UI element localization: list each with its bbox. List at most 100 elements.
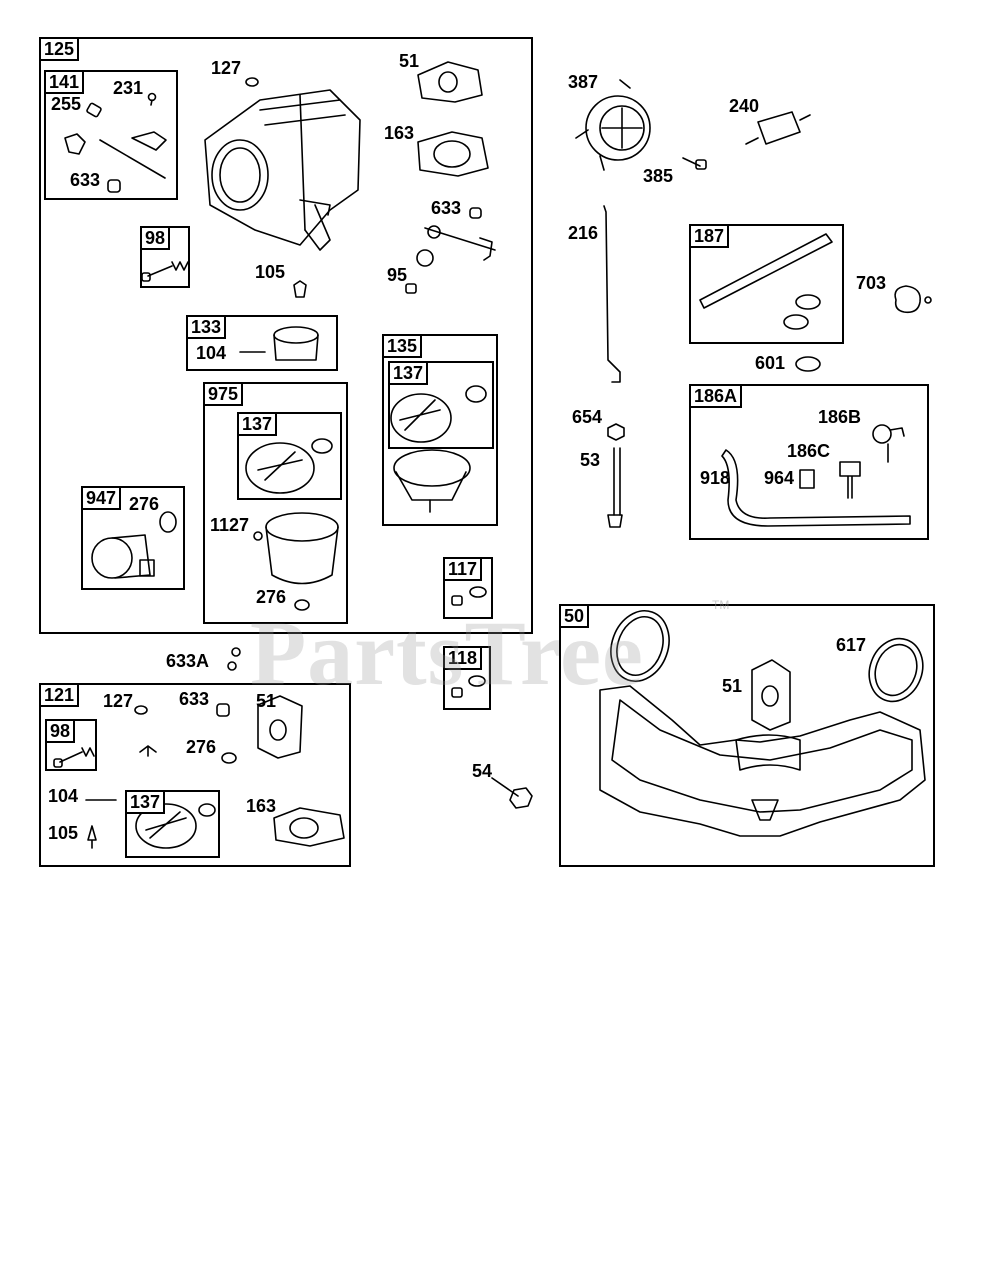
fuel-filter-240-part[interactable] bbox=[745, 111, 811, 145]
screw-385-part[interactable] bbox=[682, 157, 707, 170]
gasket-137-a-part[interactable] bbox=[245, 438, 333, 494]
label-51: 51 bbox=[256, 691, 277, 711]
label-240: 240 bbox=[729, 96, 760, 116]
box-98-bottom-tag: 98 bbox=[45, 719, 76, 743]
label-53: 53 bbox=[580, 450, 601, 470]
box-133-tag: 133 bbox=[186, 315, 227, 339]
box-187-tag: 187 bbox=[689, 224, 730, 248]
box-186A-tag: 186A bbox=[689, 384, 743, 408]
label-186B: 186B bbox=[818, 407, 862, 427]
label-105: 105 bbox=[48, 823, 79, 843]
stud-53-part[interactable] bbox=[607, 447, 623, 528]
box-137-a: 137 bbox=[237, 412, 342, 500]
box-121-tag: 121 bbox=[39, 683, 80, 707]
label-216: 216 bbox=[568, 223, 599, 243]
label-54: 54 bbox=[472, 761, 493, 781]
governor-link-216-part[interactable] bbox=[603, 205, 621, 383]
ring-127-part[interactable] bbox=[245, 77, 259, 87]
manifold-50-part[interactable] bbox=[599, 603, 931, 837]
screw-spring-98-part[interactable] bbox=[141, 261, 189, 282]
solenoid-947-part[interactable] bbox=[91, 511, 177, 579]
label-163: 163 bbox=[246, 796, 277, 816]
bolt-54-part[interactable] bbox=[491, 777, 533, 809]
box-135: 135 bbox=[382, 334, 498, 526]
nut-654-part[interactable] bbox=[607, 423, 625, 441]
box-50: 50 bbox=[559, 604, 935, 867]
label-703: 703 bbox=[856, 273, 887, 293]
choke-shaft-part[interactable] bbox=[424, 207, 496, 261]
label-387: 387 bbox=[568, 72, 599, 92]
label-95: 95 bbox=[387, 265, 408, 285]
box-125-tag: 125 bbox=[39, 37, 80, 61]
box-137-c: 137 bbox=[125, 790, 220, 858]
box-121: 121 bbox=[39, 683, 351, 867]
label-633A: 633A bbox=[166, 651, 210, 671]
gasket-51-part[interactable] bbox=[417, 61, 483, 103]
box-187: 187 bbox=[689, 224, 844, 344]
box-117-tag: 117 bbox=[443, 557, 483, 581]
box-118-tag: 118 bbox=[443, 646, 483, 670]
label-654: 654 bbox=[572, 407, 603, 427]
box-141: 141 bbox=[44, 70, 178, 200]
screw-117-part[interactable] bbox=[451, 586, 487, 606]
box-137-b: 137 bbox=[388, 361, 494, 449]
box-135-tag: 135 bbox=[382, 334, 423, 358]
label-276: 276 bbox=[129, 494, 160, 514]
kit-121-parts[interactable] bbox=[53, 695, 345, 849]
label-255: 255 bbox=[51, 94, 82, 114]
box-975-tag: 975 bbox=[203, 382, 244, 406]
label-105: 105 bbox=[255, 262, 286, 282]
clamp-703-part[interactable] bbox=[894, 285, 932, 314]
box-141-tag: 141 bbox=[44, 70, 85, 94]
choke-plate-95-part[interactable] bbox=[405, 249, 434, 294]
gasket-163-part[interactable] bbox=[417, 131, 489, 177]
label-633: 633 bbox=[179, 689, 210, 709]
label-964: 964 bbox=[764, 468, 795, 488]
box-947: 947 bbox=[81, 486, 185, 590]
label-127: 127 bbox=[211, 58, 242, 78]
bushing-633-part[interactable] bbox=[107, 179, 121, 193]
screw-231-part[interactable] bbox=[147, 92, 157, 106]
label-104: 104 bbox=[48, 786, 79, 806]
label-1127: 1127 bbox=[210, 515, 250, 535]
watermark-tm: TM bbox=[712, 598, 730, 612]
bushing-633A-part[interactable] bbox=[227, 647, 241, 671]
label-51: 51 bbox=[399, 51, 420, 71]
label-385: 385 bbox=[643, 166, 674, 186]
watermark: PartsTree bbox=[250, 602, 644, 704]
fuel-line-186A-part[interactable] bbox=[721, 424, 911, 527]
label-231: 231 bbox=[113, 78, 144, 98]
clamp-601-part[interactable] bbox=[795, 356, 821, 372]
label-276: 276 bbox=[256, 587, 287, 607]
box-137-a-tag: 137 bbox=[237, 412, 278, 436]
box-98-top-tag: 98 bbox=[140, 226, 171, 250]
gasket-137-b-part[interactable] bbox=[390, 385, 487, 443]
pump-base-part[interactable] bbox=[393, 449, 471, 513]
fuel-pump-387-part[interactable] bbox=[575, 79, 651, 171]
carburetor-body-part[interactable] bbox=[204, 89, 361, 251]
needle-105-part[interactable] bbox=[293, 280, 307, 298]
box-98-bottom: 98 bbox=[45, 719, 97, 771]
screw-255-part[interactable] bbox=[86, 102, 102, 118]
label-918: 918 bbox=[700, 468, 731, 488]
box-98-top: 98 bbox=[140, 226, 190, 288]
box-975: 975 bbox=[203, 382, 348, 624]
box-186A: 186A bbox=[689, 384, 929, 540]
float-bowl-1127-part[interactable] bbox=[253, 512, 339, 611]
screw-118-part[interactable] bbox=[451, 675, 486, 698]
label-127: 127 bbox=[103, 691, 134, 711]
label-104: 104 bbox=[196, 343, 227, 363]
label-601: 601 bbox=[755, 353, 786, 373]
fuel-line-187-part[interactable] bbox=[699, 233, 833, 330]
label-633: 633 bbox=[70, 170, 101, 190]
label-276: 276 bbox=[186, 737, 217, 757]
box-125: 125 bbox=[39, 37, 533, 634]
throttle-shaft-part[interactable] bbox=[64, 131, 167, 179]
box-117: 117 bbox=[443, 557, 493, 619]
label-163: 163 bbox=[384, 123, 415, 143]
float-133-part[interactable] bbox=[239, 326, 319, 361]
box-118: 118 bbox=[443, 646, 491, 710]
label-633: 633 bbox=[431, 198, 462, 218]
label-617: 617 bbox=[836, 635, 867, 655]
